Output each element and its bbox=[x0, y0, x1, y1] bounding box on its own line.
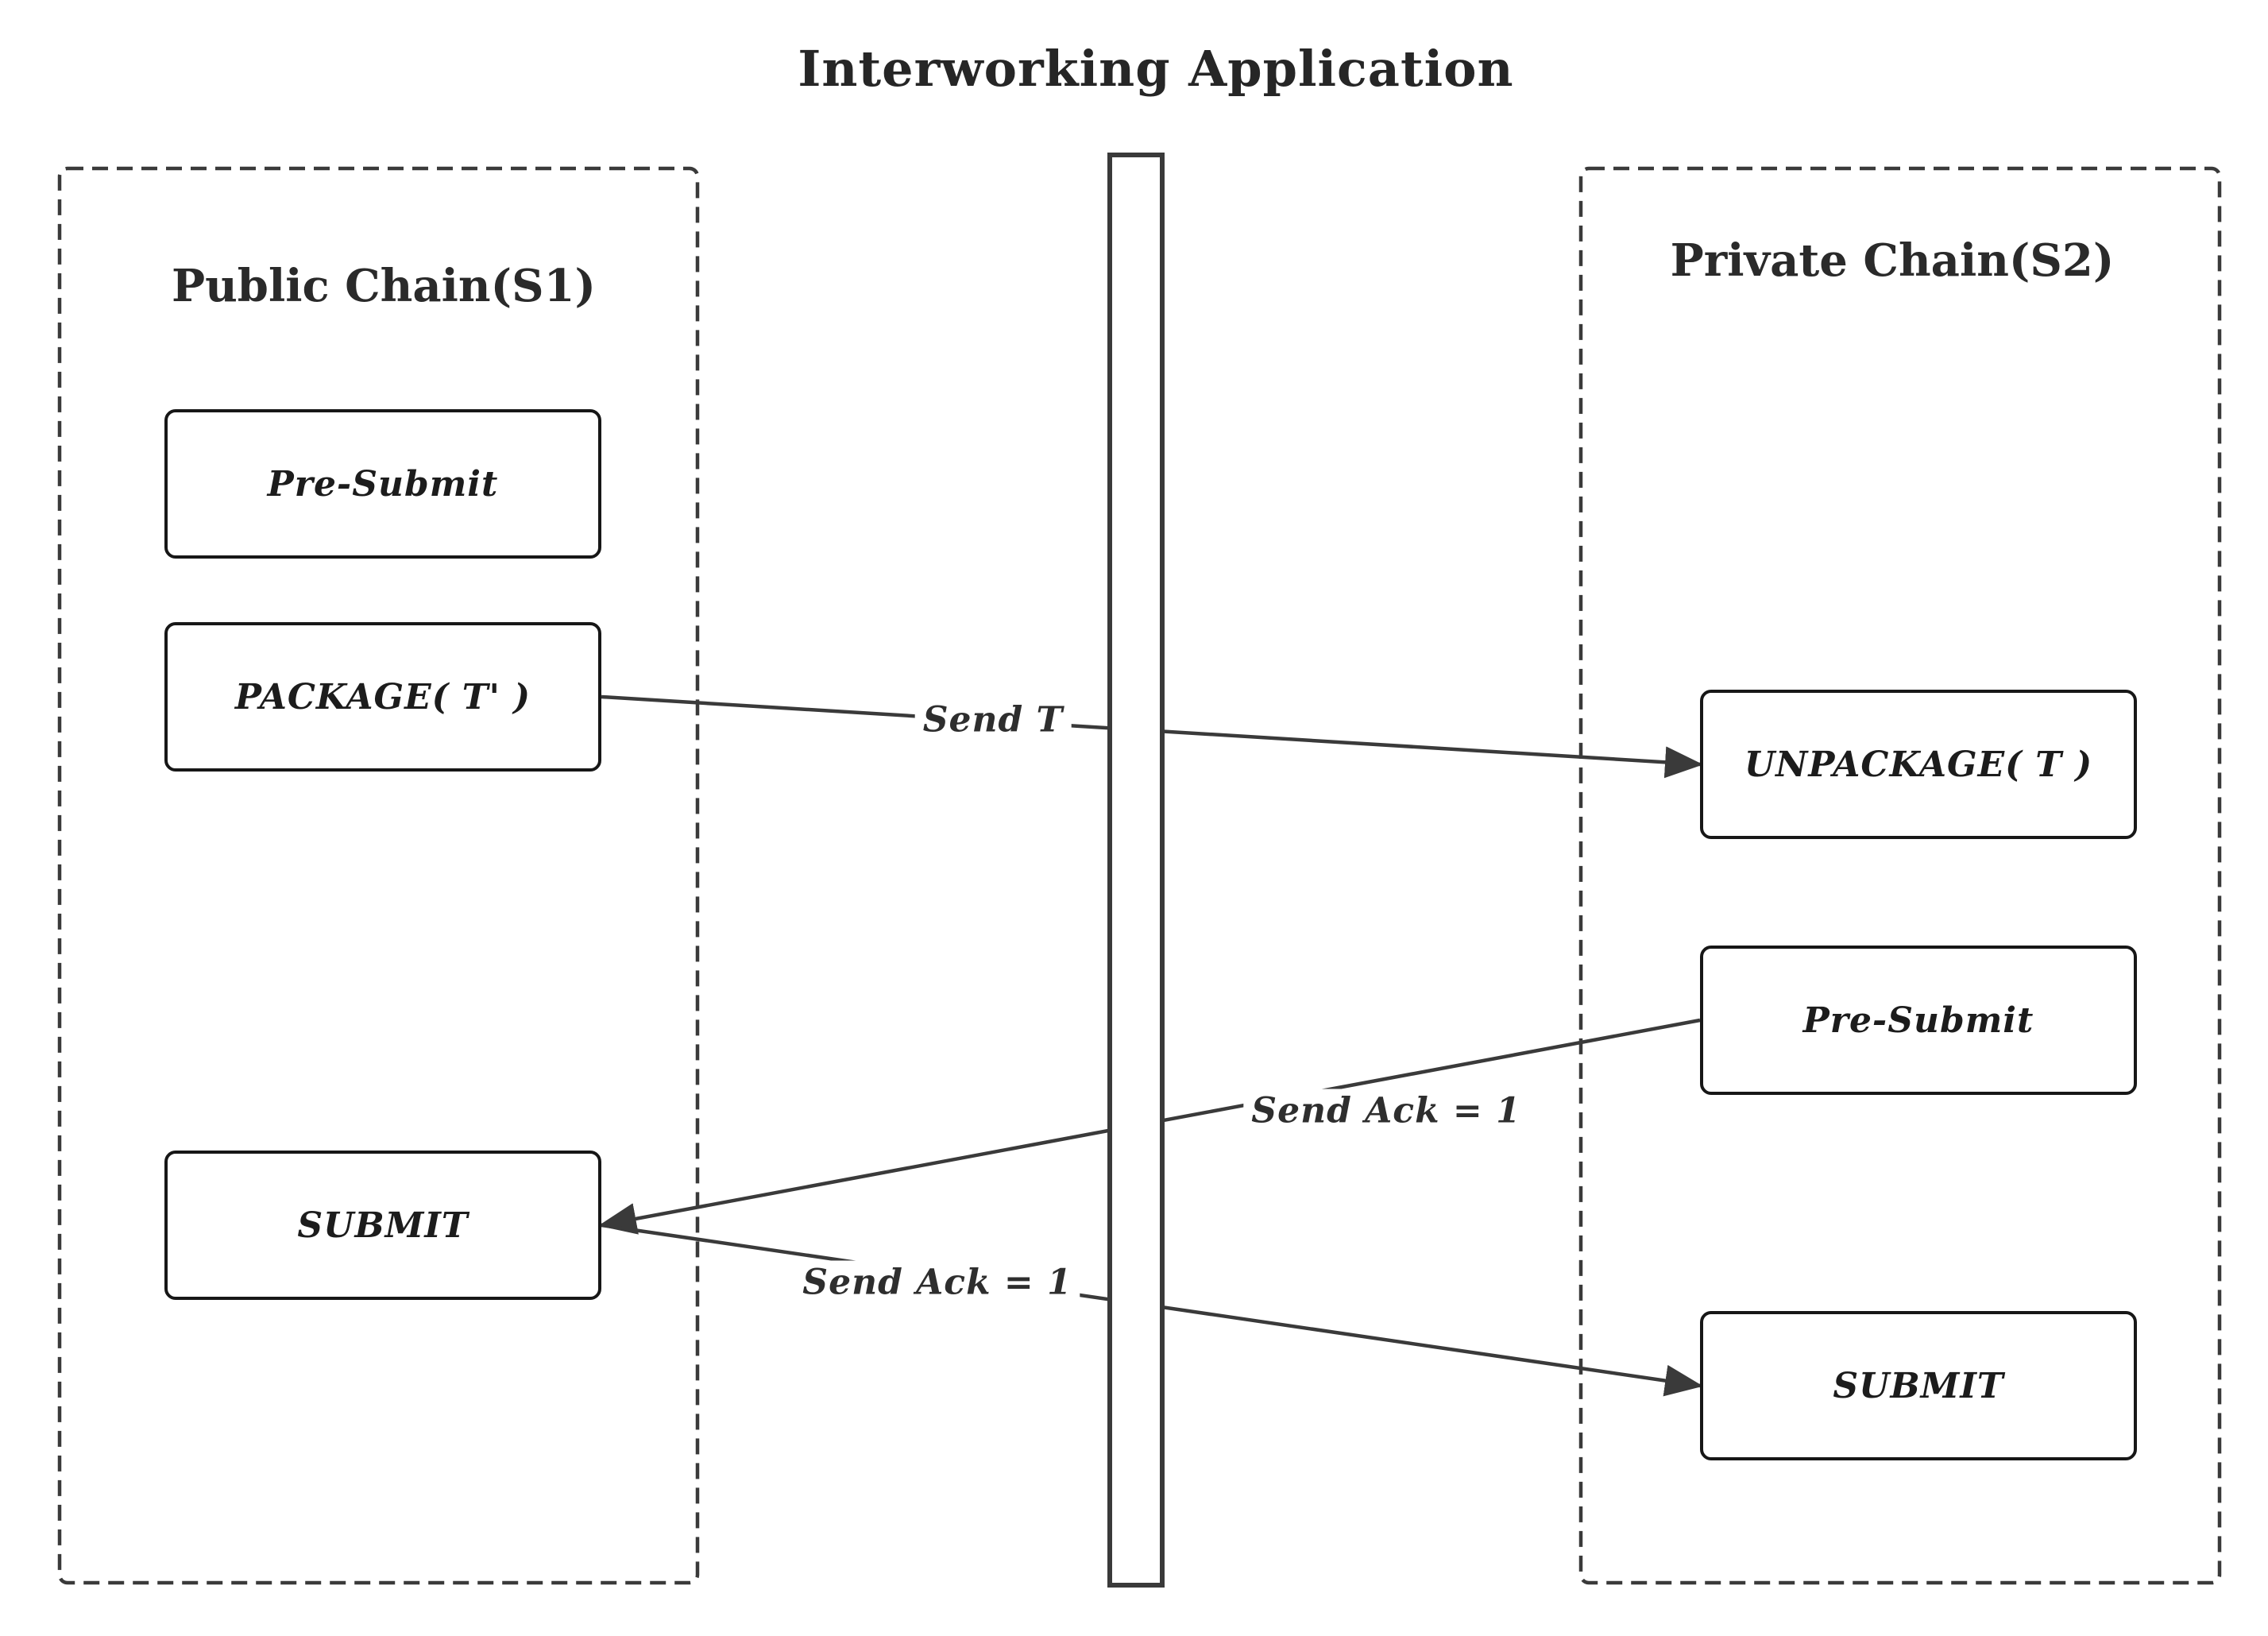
private-chain-label: Private Chain(S2) bbox=[1670, 234, 2115, 287]
private-chain-boundary bbox=[1578, 166, 2222, 1585]
node-private-unpackage: UNPACKAGE( T ) bbox=[1700, 690, 2137, 839]
node-label: SUBMIT bbox=[297, 1205, 469, 1246]
node-label: SUBMIT bbox=[1833, 1365, 2004, 1406]
node-public-package: PACKAGE( T' ) bbox=[164, 622, 601, 772]
node-label: PACKAGE( T' ) bbox=[234, 676, 531, 717]
node-label: UNPACKAGE( T ) bbox=[1744, 744, 2093, 785]
public-chain-label: Public Chain(S1) bbox=[171, 260, 597, 312]
node-private-submit: SUBMIT bbox=[1700, 1311, 2137, 1460]
diagram-title: Interworking Application bbox=[798, 40, 1514, 98]
node-private-pre-submit: Pre-Submit bbox=[1700, 946, 2137, 1095]
interworking-bar bbox=[1107, 153, 1165, 1588]
node-label: Pre-Submit bbox=[267, 463, 499, 505]
message-label-send-ack-lower: Send Ack = 1 bbox=[794, 1260, 1080, 1305]
message-label-send-t: Send T bbox=[914, 698, 1072, 742]
node-label: Pre-Submit bbox=[1802, 1000, 2034, 1041]
message-label-send-ack-upper: Send Ack = 1 bbox=[1243, 1089, 1529, 1133]
node-public-pre-submit: Pre-Submit bbox=[164, 409, 601, 559]
node-public-submit: SUBMIT bbox=[164, 1151, 601, 1300]
public-chain-boundary bbox=[57, 166, 700, 1585]
